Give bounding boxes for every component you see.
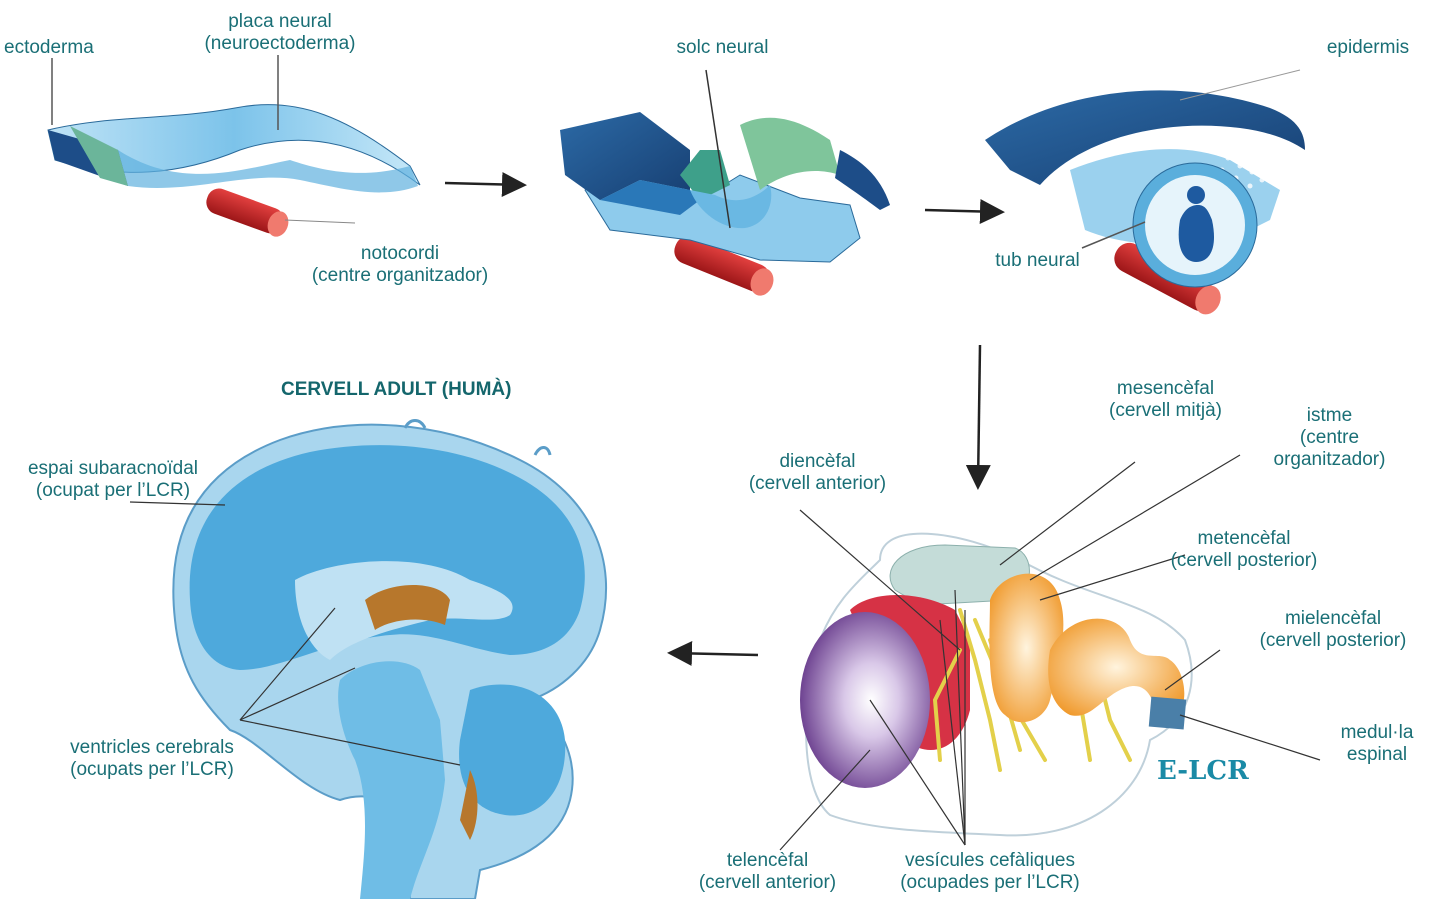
stage-neural-groove — [560, 70, 890, 299]
stage-embryonic-brain — [780, 455, 1320, 850]
label-istme-line2: (centre — [1262, 427, 1397, 449]
spinal-cord-segment — [1149, 697, 1186, 730]
label-mielencefal-line2: (cervell posterior) — [1244, 630, 1422, 652]
label-mesencefal-line1: mesencèfal — [1093, 378, 1238, 400]
label-ectoderma: ectoderma — [4, 37, 94, 59]
label-telencefal-line1: telencèfal — [685, 850, 850, 872]
label-notocordi-line1: notocordi — [295, 243, 505, 265]
label-medulla-line2: espinal — [1328, 744, 1426, 766]
label-vesicules-line2: (ocupades per l’LCR) — [880, 872, 1100, 894]
label-vesicules-line1: vesícules cefàliques — [880, 850, 1100, 872]
arrow-2-to-3 — [925, 210, 1000, 212]
label-tub-neural: tub neural — [985, 250, 1090, 272]
label-telencefal: telencèfal (cervell anterior) — [685, 850, 850, 894]
label-ventricles-line1: ventricles cerebrals — [52, 737, 252, 759]
label-espai-line1: espai subaracnoïdal — [8, 458, 218, 480]
label-epidermis: epidermis — [1318, 37, 1418, 59]
label-mielencefal-line1: mielencèfal — [1244, 608, 1422, 630]
label-diencefal: diencèfal (cervell anterior) — [735, 451, 900, 495]
label-diencefal-line1: diencèfal — [735, 451, 900, 473]
label-espai-subaracnoidal: espai subaracnoïdal (ocupat per l’LCR) — [8, 458, 218, 502]
label-istme: istme (centre organitzador) — [1262, 405, 1397, 471]
label-metencefal-line1: metencèfal — [1155, 528, 1333, 550]
label-espai-line2: (ocupat per l’LCR) — [8, 480, 218, 502]
label-vesicules-cefaliques: vesícules cefàliques (ocupades per l’LCR… — [880, 850, 1100, 894]
stage-neural-tube — [985, 70, 1305, 319]
label-medulla-espinal: medul·la espinal — [1328, 722, 1426, 766]
label-telencefal-line2: (cervell anterior) — [685, 872, 850, 894]
label-placa-neural: placa neural (neuroectoderma) — [190, 11, 370, 55]
label-istme-line1: istme — [1262, 405, 1397, 427]
label-metencefal-line2: (cervell posterior) — [1155, 550, 1333, 572]
label-diencefal-line2: (cervell anterior) — [735, 473, 900, 495]
stage-neural-plate — [48, 55, 420, 240]
label-placa-neural-line1: placa neural — [190, 11, 370, 33]
arrow-4-to-5 — [672, 653, 758, 655]
label-ventricles-cerebrals: ventricles cerebrals (ocupats per l’LCR) — [52, 737, 252, 781]
arrow-1-to-2 — [445, 183, 522, 185]
label-ventricles-line2: (ocupats per l’LCR) — [52, 759, 252, 781]
label-istme-line3: organitzador) — [1262, 449, 1397, 471]
label-metencefal: metencèfal (cervell posterior) — [1155, 528, 1333, 572]
label-placa-neural-line2: (neuroectoderma) — [190, 33, 370, 55]
label-mielencefal: mielencèfal (cervell posterior) — [1244, 608, 1422, 652]
title-cervell-adult: CERVELL ADULT (HUMÀ) — [281, 379, 511, 401]
label-solc-neural: solc neural — [660, 37, 785, 59]
label-notocordi: notocordi (centre organitzador) — [295, 243, 505, 287]
label-medulla-line1: medul·la — [1328, 722, 1426, 744]
label-mesencefal-line2: (cervell mitjà) — [1093, 400, 1238, 422]
label-e-lcr: E-LCR — [1157, 756, 1249, 786]
arrow-3-to-4 — [978, 345, 980, 485]
label-notocordi-line2: (centre organitzador) — [295, 265, 505, 287]
label-mesencefal: mesencèfal (cervell mitjà) — [1093, 378, 1238, 422]
